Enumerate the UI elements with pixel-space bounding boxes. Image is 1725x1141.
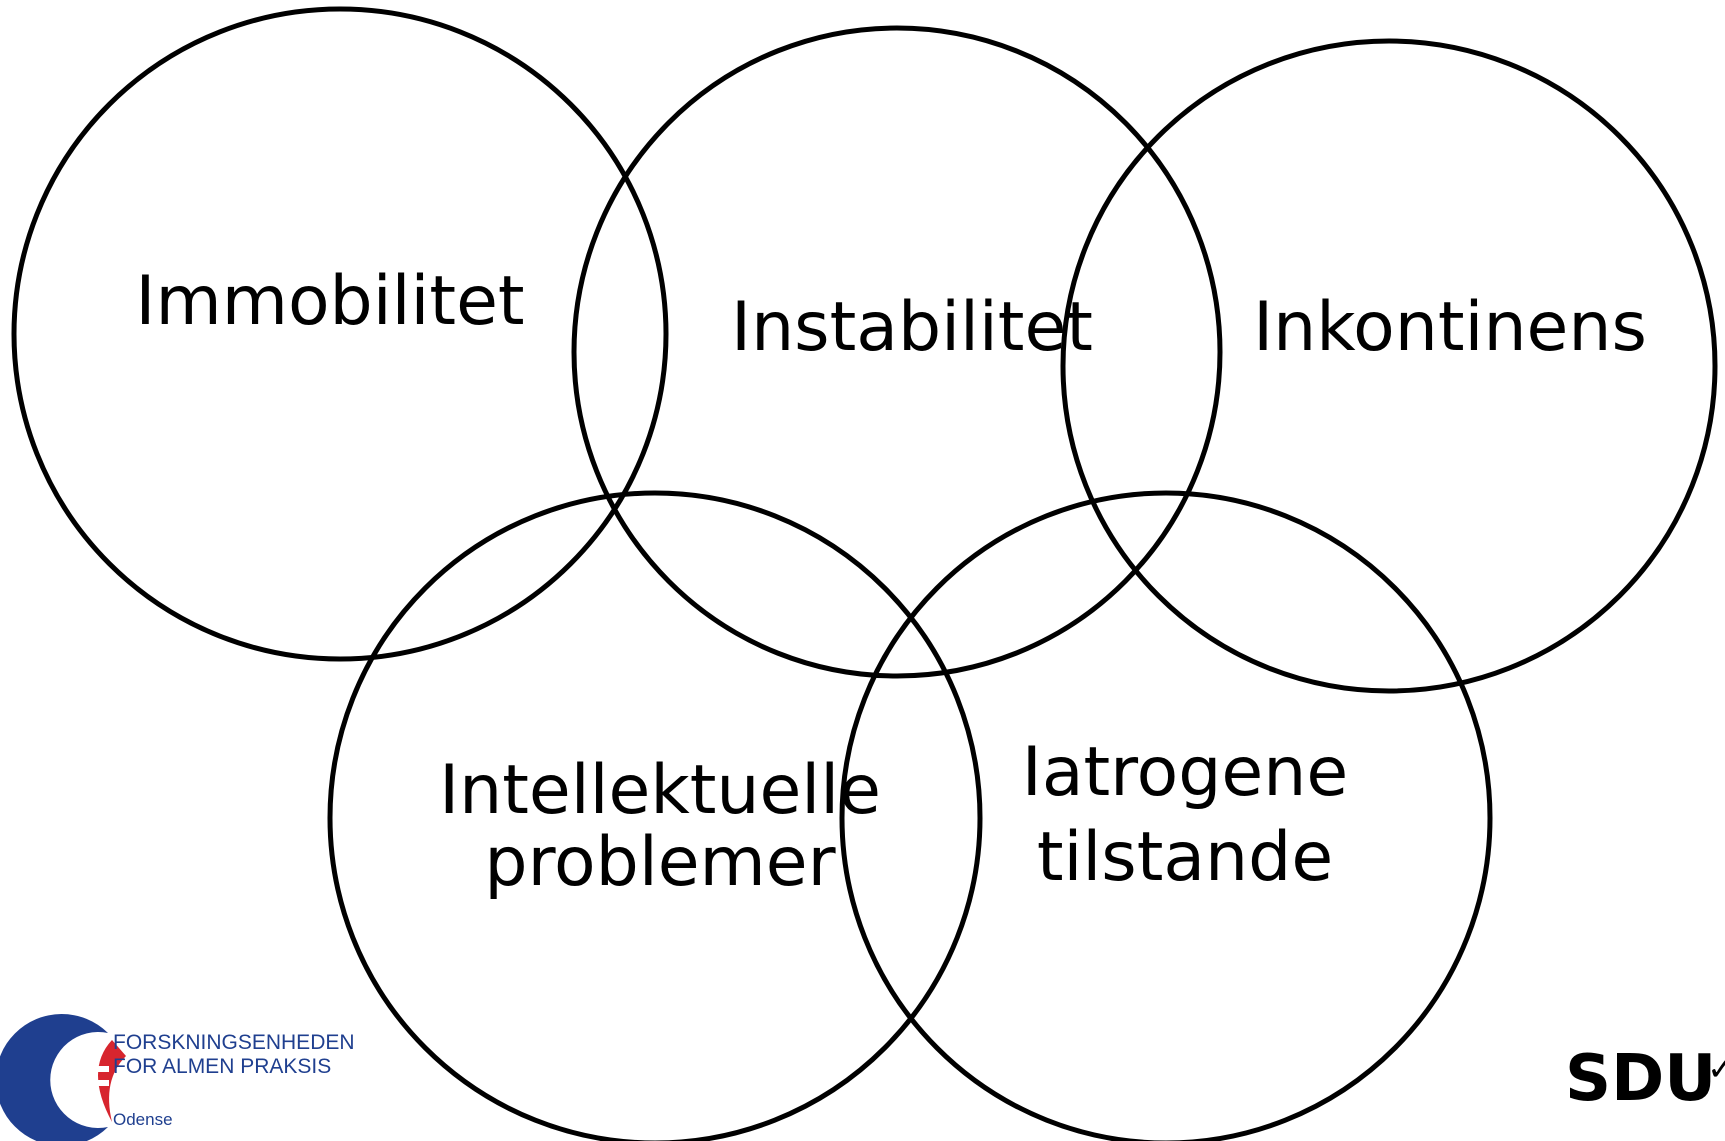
logo-line1: FORSKNINGSENHEDEN (113, 1031, 355, 1054)
label-inkontinens: Inkontinens (1253, 288, 1647, 367)
label-immobilitet: Immobilitet (135, 262, 524, 341)
label-intellektuelle-line1: Intellektuelle (439, 751, 881, 830)
sdu-logo-text: SDU (1565, 1042, 1716, 1116)
circle-iatrogene (839, 490, 1493, 1141)
forskningsenheden-logo: FORSKNINGSENHEDEN FOR ALMEN PRAKSIS Oden… (0, 1014, 355, 1141)
label-iatrogene-line2: tilstande (1037, 818, 1333, 897)
sdu-logo: SDU ✓ (1565, 1042, 1725, 1116)
logo-emblem-icon (0, 1014, 126, 1141)
logo-line2: FOR ALMEN PRAKSIS (113, 1055, 331, 1078)
circle-intellektuelle (327, 490, 983, 1141)
label-instabilitet: Instabilitet (731, 288, 1093, 367)
sdu-logo-mark-icon: ✓ (1707, 1049, 1725, 1089)
circle-immobilitet (11, 6, 669, 662)
label-iatrogene-line1: Iatrogene (1022, 733, 1348, 812)
label-intellektuelle-line2: problemer (484, 823, 835, 902)
logo-line3: Odense (113, 1110, 173, 1129)
circle-instabilitet (571, 25, 1223, 679)
circle-inkontinens (1060, 38, 1718, 694)
